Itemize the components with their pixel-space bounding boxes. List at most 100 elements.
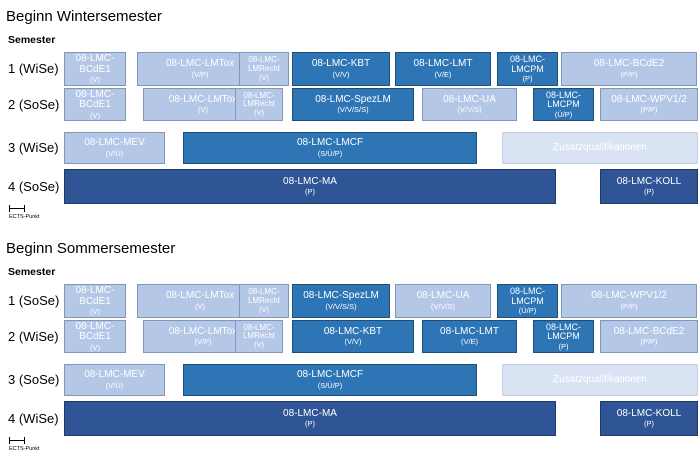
module-block: 08-LMC- BCdE1(V) xyxy=(64,284,126,318)
module-block: 08-LMC- BCdE1(V) xyxy=(64,52,126,86)
module-type: (V) xyxy=(198,105,208,115)
module-name: 08-LMC-MEV xyxy=(84,137,145,149)
module-name: 08-LMC-MA xyxy=(283,175,337,187)
module-name: 08-LMC-LMTox xyxy=(165,290,235,302)
module-name: 08-LMC-KBT xyxy=(323,325,383,337)
module-type: (V) xyxy=(90,110,100,120)
semester-label: Semester xyxy=(8,34,56,46)
module-type: (V/V/S) xyxy=(457,105,482,115)
module-block: 08-LMC-MEV(V/Ü) xyxy=(64,132,165,164)
module-block: 08-LMC- LMCPM(P) xyxy=(533,320,594,353)
module-type: (V) xyxy=(90,342,100,352)
module-block: 08-LMC-UA(V/V/S) xyxy=(395,284,491,318)
module-name: 08-LMC-MA xyxy=(283,407,337,419)
ects-scale-label: ECTS-Punkt xyxy=(9,446,40,452)
module-type: (V) xyxy=(259,72,269,82)
module-type: (V) xyxy=(90,307,100,317)
module-block: 08-LMC-BCdE2(P/P) xyxy=(561,52,697,86)
module-name: 08-LMC-LMCF xyxy=(296,137,364,149)
module-block: 08-LMC- LMCPM(Ü/P) xyxy=(497,284,558,318)
module-type: (Ü/P) xyxy=(518,306,537,315)
module-type: (V/V) xyxy=(344,337,362,347)
module-block: 08-LMC- LMCPM(Ü/P) xyxy=(533,88,594,121)
module-name: 08-LMC-UA xyxy=(416,290,470,302)
module-name: 08-LMC-LMT xyxy=(440,325,499,337)
module-type: (P) xyxy=(644,187,654,197)
semester-label: Semester xyxy=(8,266,56,278)
module-name: 08-LMC-LMTox xyxy=(165,58,235,70)
module-name: 08-LMC-SpezLM xyxy=(315,93,391,105)
module-name: 08-LMC-BCdE2 xyxy=(613,325,685,337)
module-name: 08-LMC-LMTox xyxy=(168,93,238,105)
module-type: (V/V/S) xyxy=(430,301,456,311)
module-name: 08-LMC-UA xyxy=(443,93,496,105)
module-type: (V/V/S/S) xyxy=(337,105,369,115)
module-block: 08-LMC- LMRecht(V) xyxy=(235,88,283,121)
section-title: Beginn Wintersemester xyxy=(6,8,162,25)
module-name: 08-LMC- LMCPM xyxy=(545,321,581,342)
module-type: (P) xyxy=(522,74,533,83)
module-name: 08-LMC- BCdE1 xyxy=(75,320,115,343)
module-name: Zusatzqualifikationen xyxy=(553,373,647,385)
module-type: (P) xyxy=(558,341,569,351)
module-type: (P/P) xyxy=(640,337,658,347)
module-type: (P/P) xyxy=(640,105,658,115)
module-block: 08-LMC-LMT(V/E) xyxy=(395,52,491,86)
module-name: 08-LMC-LMTox xyxy=(168,325,238,337)
semester-row-label: 1 (WiSe) xyxy=(8,61,59,76)
module-block: 08-LMC-KBT(V/V) xyxy=(292,52,390,86)
module-type: (V/E) xyxy=(460,337,479,347)
module-block: 08-LMC- LMCPM(P) xyxy=(497,52,558,86)
semester-row-label: 3 (WiSe) xyxy=(8,140,59,155)
semester-row-label: 4 (SoSe) xyxy=(8,178,60,194)
module-type: (P) xyxy=(644,419,654,429)
module-block: 08-LMC-KOLL(P) xyxy=(600,401,698,436)
module-type: (V) xyxy=(254,108,264,118)
module-type: (V) xyxy=(254,340,264,350)
module-type: (P) xyxy=(305,187,315,197)
module-type: (V/V/S/S) xyxy=(325,301,357,311)
module-block: Zusatzqualifikationen xyxy=(502,132,698,164)
module-name: 08-LMC- LMRecht xyxy=(242,90,275,109)
ects-scale-bar xyxy=(9,437,25,444)
module-name: 08-LMC- LMRecht xyxy=(247,287,280,305)
module-type: (S/Ü/P) xyxy=(317,148,343,158)
module-block: 08-LMC-BCdE2(P/P) xyxy=(600,320,698,353)
module-name: 08-LMC- BCdE1 xyxy=(75,88,115,111)
module-block: 08-LMC-UA(V/V/S) xyxy=(422,88,517,121)
module-block: 08-LMC- BCdE1(V) xyxy=(64,88,126,121)
semester-row-label: 3 (SoSe) xyxy=(8,372,60,387)
module-name: 08-LMC-MEV xyxy=(84,369,145,381)
module-type: (V) xyxy=(259,304,269,314)
module-block: 08-LMC-MEV(V/Ü) xyxy=(64,364,165,396)
module-type: (S/Ü/P) xyxy=(317,380,343,390)
module-block: 08-LMC- LMRecht(V) xyxy=(235,320,283,353)
module-type: (V/V) xyxy=(332,69,350,79)
module-block: 08-LMC- LMRecht(V) xyxy=(239,52,289,86)
module-name: 08-LMC- BCdE1 xyxy=(75,285,115,307)
semester-row-label: 2 (SoSe) xyxy=(8,96,60,112)
module-block: 08-LMC-LMCF(S/Ü/P) xyxy=(183,132,477,164)
module-name: 08-LMC- LMCPM xyxy=(545,89,581,110)
module-type: (V/P) xyxy=(191,69,209,79)
module-name: 08-LMC-WPV1/2 xyxy=(591,290,667,302)
module-block: 08-LMC-SpezLM(V/V/S/S) xyxy=(292,284,390,318)
module-name: 08-LMC- LMCPM xyxy=(509,286,545,306)
semester-row-label: 1 (SoSe) xyxy=(8,293,60,308)
module-block: 08-LMC-WPV1/2(P/P) xyxy=(600,88,698,121)
module-block: 08-LMC-MA(P) xyxy=(64,401,556,436)
module-block: 08-LMC-KBT(V/V) xyxy=(292,320,414,353)
module-name: 08-LMC-WPV1/2 xyxy=(611,93,687,105)
ects-scale-bar xyxy=(9,205,25,212)
module-name: 08-LMC-KOLL xyxy=(616,407,682,419)
module-name: 08-LMC- LMRecht xyxy=(242,322,275,341)
module-block: 08-LMC- BCdE1(V) xyxy=(64,320,126,353)
module-name: Zusatzqualifikationen xyxy=(553,141,647,153)
module-type: (P/P) xyxy=(620,301,638,311)
module-name: 08-LMC-LMCF xyxy=(296,369,364,381)
module-name: 08-LMC-SpezLM xyxy=(303,290,379,302)
module-type: (V/Ü) xyxy=(105,380,124,390)
module-block: 08-LMC-LMT(V/E) xyxy=(422,320,517,353)
module-name: 08-LMC-LMT xyxy=(413,58,473,70)
module-type: (V/Ü) xyxy=(105,148,124,158)
